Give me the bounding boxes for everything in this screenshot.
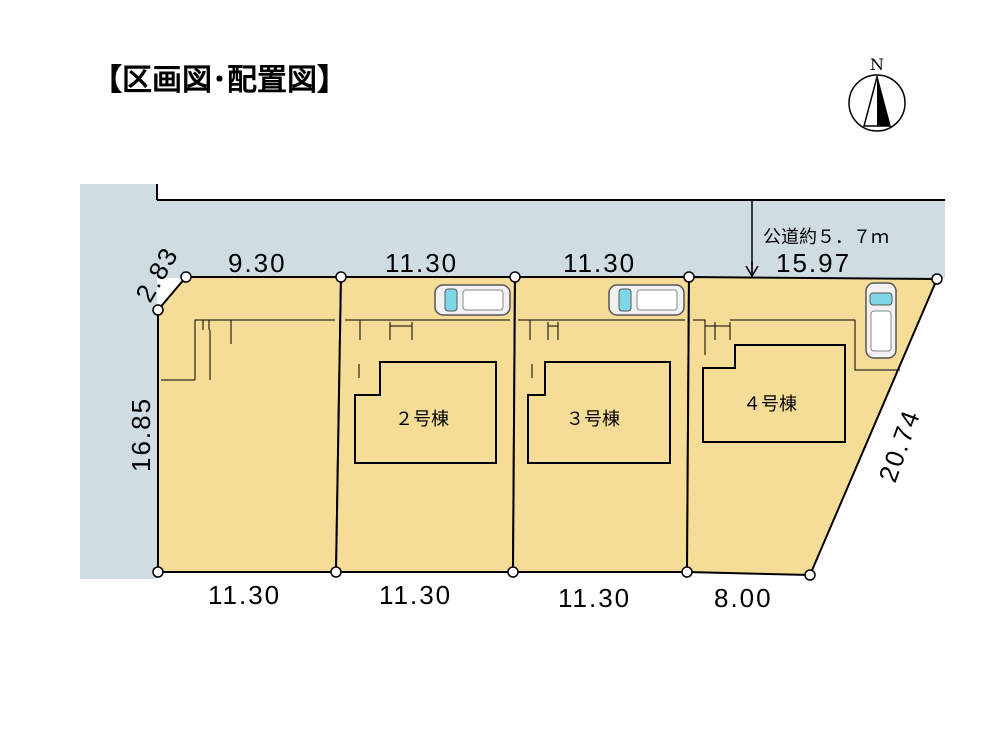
- dim-top-3: 11.30: [563, 248, 636, 278]
- dim-top-2: 11.30: [385, 248, 458, 278]
- compass-north-label: N: [870, 55, 884, 74]
- car-icon: [608, 284, 685, 316]
- dim-bottom-1: 11.30: [208, 580, 281, 610]
- dim-bottom-2: 11.30: [379, 580, 452, 610]
- car-icon: [434, 284, 511, 316]
- road-area: 公道約５．７ｍ: [80, 184, 945, 579]
- dim-bottom-4: 8.00: [714, 583, 773, 613]
- building-4: ４号棟: [702, 344, 846, 443]
- page-title: 【区画図･配置図】: [92, 63, 347, 98]
- building-3-label: ３号棟: [566, 409, 620, 430]
- boundary-markers: [152, 271, 943, 581]
- dim-left: 16.85: [126, 397, 156, 472]
- lot-1: [157, 276, 343, 573]
- building-2-label: ２号棟: [395, 409, 449, 430]
- building-4-label: ４号棟: [743, 394, 797, 415]
- car-icon: [865, 282, 897, 359]
- road-label: 公道約５．７ｍ: [763, 227, 889, 248]
- dim-top-1: 9.30: [228, 248, 287, 278]
- building-2: ２号棟: [354, 361, 497, 464]
- building-3: ３号棟: [527, 361, 671, 464]
- dim-top-4: 15.97: [776, 248, 851, 278]
- compass-icon: N: [848, 55, 906, 132]
- fence-lines: [161, 319, 900, 381]
- dim-bottom-3: 11.30: [558, 583, 631, 613]
- dim-right: 20.74: [872, 405, 926, 486]
